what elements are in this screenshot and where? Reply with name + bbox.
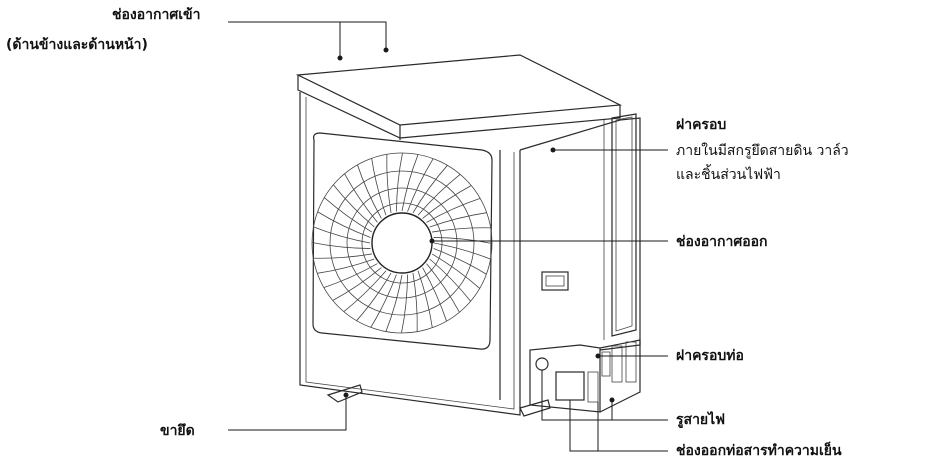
- label-air-inlet: ช่องอากาศเข้า: [112, 7, 201, 23]
- fan-spoke: [343, 270, 387, 312]
- fan-spoke: [386, 154, 392, 213]
- fan-spoke: [417, 270, 433, 328]
- fan-spoke: [357, 164, 382, 219]
- fan-spoke: [317, 258, 375, 274]
- fan-spoke: [311, 242, 371, 249]
- label-pipe-cover: ฝาครอบท่อ: [676, 348, 744, 364]
- label-cable-hole: รูสายไฟ: [676, 412, 726, 428]
- leg-right: [519, 399, 551, 417]
- label-air-outlet: ช่องอากาศออก: [676, 234, 768, 250]
- fan-spoke: [422, 267, 447, 322]
- fan-spoke: [426, 263, 460, 313]
- fan-spoke: [412, 273, 418, 332]
- front-panel: [299, 92, 521, 416]
- pipe-cover-area: [529, 339, 641, 413]
- fan-spoke: [432, 227, 491, 233]
- fan-spoke: [371, 158, 387, 216]
- fan-spoke: [429, 212, 487, 228]
- fan-grille: [311, 132, 493, 350]
- fan-spoke: [429, 258, 471, 302]
- fan-spoke: [370, 274, 397, 328]
- fan-spoke: [317, 211, 371, 238]
- fan-spoke: [332, 267, 382, 301]
- fan-spoke: [433, 237, 493, 244]
- fan-spoke: [412, 165, 448, 214]
- fan-spoke: [356, 272, 392, 321]
- fan-spoke: [422, 185, 472, 219]
- label-leg: ขายึด: [160, 423, 195, 439]
- fan-spoke: [385, 274, 403, 332]
- fan-spoke: [396, 152, 403, 212]
- fan-spoke: [407, 158, 434, 212]
- side-handle: [541, 271, 569, 291]
- fan-spoke: [433, 248, 487, 275]
- top-panel: [295, 54, 623, 126]
- leg-left: [326, 384, 363, 403]
- fan-hub: [371, 212, 433, 274]
- side-panel: [399, 117, 641, 351]
- fan-spoke: [323, 263, 378, 288]
- fan-spoke: [313, 253, 372, 259]
- label-air-inlet-note: (ด้านข้างและด้านหน้า): [6, 37, 148, 53]
- leader-lines: [228, 21, 668, 452]
- label-cover-title: ฝาครอบ: [676, 117, 727, 133]
- label-refrigerant-pipe-outlet: ช่องออกท่อสารทำความเย็น: [676, 443, 842, 459]
- fan-spoke: [313, 226, 371, 244]
- label-cover-desc-2: และชิ้นส่วนไฟฟ้า: [676, 167, 781, 183]
- fan-spoke: [344, 173, 378, 223]
- fan-spoke: [333, 184, 375, 228]
- fan-spoke: [426, 198, 481, 223]
- fan-spoke: [431, 253, 480, 289]
- fan-spoke: [324, 197, 373, 233]
- fan-spoke: [401, 274, 408, 334]
- fan-spoke: [433, 242, 491, 260]
- fan-spoke: [417, 174, 461, 216]
- label-cover-desc-1: ภายในมีสกรูยึดสายดิน วาล์ว: [676, 143, 849, 159]
- fan-spoke: [401, 154, 419, 212]
